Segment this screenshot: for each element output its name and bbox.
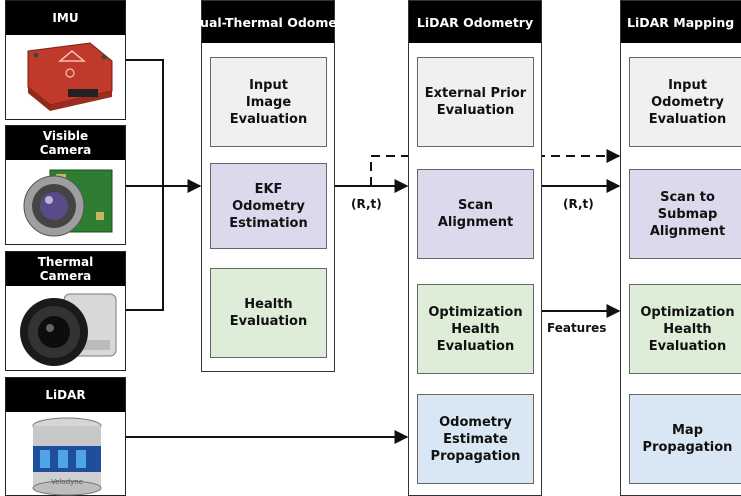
odometry-estimate-propagation-box: Odometry Estimate Propagation bbox=[417, 394, 534, 484]
imu-label: IMU bbox=[6, 1, 125, 35]
lm-title: LiDAR Mapping bbox=[621, 1, 741, 43]
features-label: Features bbox=[547, 321, 607, 335]
visual-thermal-odometry-column: Visual-Thermal Odometry Input Image Eval… bbox=[179, 0, 357, 372]
rt-label-lo: (R,t) bbox=[563, 197, 594, 211]
velodyne-lidar-image: Velodyne bbox=[32, 417, 102, 496]
lo-title: LiDAR Odometry bbox=[409, 1, 541, 43]
input-image-evaluation-box: Input Image Evaluation bbox=[210, 57, 327, 147]
thermal-camera-image bbox=[20, 293, 117, 366]
imu-connector bbox=[126, 59, 164, 186]
lidar-odometry-column: LiDAR Odometry External Prior Evaluation… bbox=[408, 0, 542, 496]
visible-camera-image bbox=[23, 169, 113, 237]
vto-title: Visual-Thermal Odometry bbox=[179, 1, 357, 43]
thermal-connector bbox=[126, 186, 164, 311]
lidar-label: LiDAR bbox=[6, 378, 125, 412]
velodyne-brand-text: Velodyne bbox=[51, 478, 83, 486]
external-prior-evaluation-box: External Prior Evaluation bbox=[417, 57, 534, 147]
rt-label-vto: (R,t) bbox=[351, 197, 382, 211]
visible-camera-label: Visible Camera bbox=[6, 126, 125, 160]
input-odometry-evaluation-box: Input Odometry Evaluation bbox=[629, 57, 741, 147]
vto-health-evaluation-box: Health Evaluation bbox=[210, 268, 327, 358]
ekf-odometry-estimation-box: EKF Odometry Estimation bbox=[210, 163, 327, 249]
scan-alignment-box: Scan Alignment bbox=[417, 169, 534, 259]
lidar-mapping-column: LiDAR Mapping Input Odometry Evaluation … bbox=[620, 0, 741, 496]
visible-camera-sensor: Visible Camera bbox=[5, 125, 126, 245]
lm-optimization-health-evaluation-box: Optimization Health Evaluation bbox=[629, 284, 741, 374]
lidar-sensor: LiDAR Velodyne bbox=[5, 377, 126, 496]
scan-to-submap-alignment-box: Scan to Submap Alignment bbox=[629, 169, 741, 259]
thermal-camera-sensor: Thermal Camera bbox=[5, 251, 126, 371]
imu-sensor: IMU bbox=[5, 0, 126, 120]
imu-image bbox=[27, 42, 113, 111]
thermal-camera-label: Thermal Camera bbox=[6, 252, 125, 286]
map-propagation-box: Map Propagation bbox=[629, 394, 741, 484]
lo-optimization-health-evaluation-box: Optimization Health Evaluation bbox=[417, 284, 534, 374]
